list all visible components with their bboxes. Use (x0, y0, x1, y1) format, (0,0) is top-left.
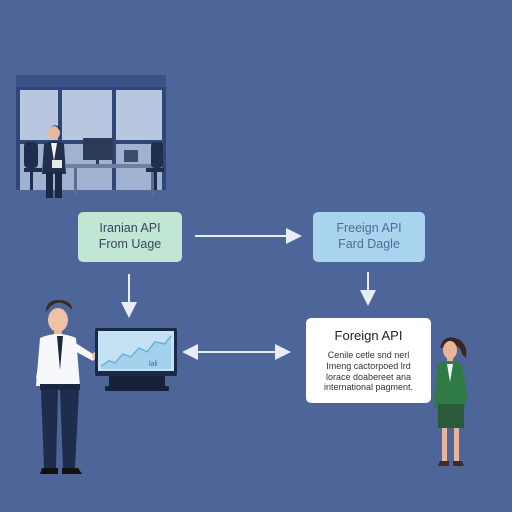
presenter-man-illustration (36, 300, 100, 474)
foreign-api-top-subtitle: Fard Dagle (338, 237, 400, 251)
iranian-api-subtitle: From Uage (98, 237, 162, 251)
foreign-api-description-line: Cenile cetle snd nerl (327, 350, 410, 361)
foreign-api-description: Cenile cetle snd nerl Imeng cactorpoed l… (316, 350, 421, 393)
foreign-api-top-box[interactable]: Freeign API Fard Dagle (313, 212, 425, 262)
foreign-api-title: Foreign API (334, 327, 403, 343)
foreign-api-description-line: lorace doabereet ana (325, 371, 412, 382)
foreign-api-top-title: Freeign API (336, 221, 402, 236)
foreign-api-description-line: international pagment. (323, 382, 414, 393)
woman-illustration (434, 337, 468, 466)
monitor-chart-label: lali (149, 361, 158, 368)
foreign-api-box[interactable]: Foreign API Cenile cetle snd nerl Imeng … (306, 318, 431, 403)
iranian-api-box[interactable]: Iranian API From Uage (78, 212, 182, 262)
foreign-api-description-line: Imeng cactorpoed lrd (326, 360, 411, 371)
monitor-illustration: lali (95, 328, 177, 391)
office-scene-illustration (16, 75, 176, 208)
iranian-api-title: Iranian API (99, 221, 161, 236)
